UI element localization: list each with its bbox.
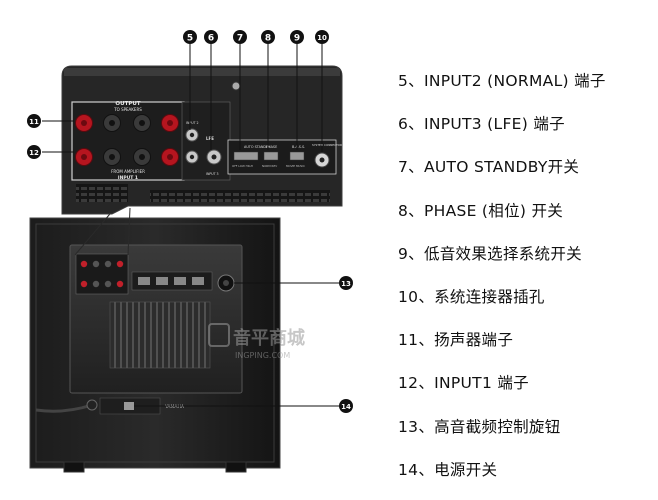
auto-standby-label: AUTO STANDBY [244,145,271,149]
speaker-terminal-box [71,101,185,181]
callout-6: 6 [204,30,218,44]
callout-10: 10 [315,30,329,44]
subwoofer-cabinet: YAMAHA [29,217,281,473]
svg-text:11: 11 [29,118,39,126]
callout-11: 11 [27,114,41,128]
bass-switch [289,151,305,161]
to-speakers-label: TO SPEAKERS [113,107,142,112]
legend-item-10: 10、系统连接器插孔 [398,287,545,306]
legend-item-6: 6、INPUT3 (LFE) 端子 [398,115,565,134]
legend-item-7: 7、AUTO STANDBY开关 [398,158,580,177]
callout-7: 7 [233,30,247,44]
legend-item-9: 9、低音效果选择系统开关 [398,244,582,263]
svg-text:8: 8 [265,34,271,44]
svg-text:12: 12 [29,149,39,157]
heatsink [109,301,211,369]
auto-standby-options: OFF LOW HIGH [232,164,253,168]
power-switch [124,402,134,410]
rca-lfe-jack [206,149,222,165]
legend-item-12: 12、INPUT1 端子 [398,374,529,393]
from-amplifier-label: FROM AMPLIFIER [111,169,145,174]
input3-label: INPUT 3 [206,172,219,176]
callout-8: 8 [261,30,275,44]
phase-options: NORM REV [262,164,277,168]
legend-item-13: 13、高音截频控制旋钮 [398,417,561,436]
legend-item-11: 11、扬声器端子 [398,331,514,350]
legend-item-8: 8、PHASE (相位) 开关 [398,201,564,220]
output-speaker-terminals [75,114,179,132]
brand-label: YAMAHA [164,404,185,410]
legend-item-5: 5、INPUT2 (NORMAL) 端子 [398,72,606,90]
auto-standby-switch [233,151,259,161]
leader-lines [42,44,340,407]
small-terminals [80,260,124,288]
svg-text:14: 14 [341,403,351,411]
phase-switch [263,151,279,161]
system-connector-label: SYSTEM CONNECTOR [312,143,342,147]
lfe-label: LFE [206,136,214,141]
legend-item-14: 14、电源开关 [398,460,498,479]
input1-label: INPUT 1 [118,175,138,181]
callout-9: 9 [290,30,304,44]
input1-speaker-terminals [75,148,179,166]
callout-legend: 5、INPUT2 (NORMAL) 端子 6、INPUT3 (LFE) 端子 7… [398,66,656,498]
callout-12: 12 [27,145,41,159]
bass-options: MOVIE MUSIC [286,164,305,168]
input2-label: INPUT 2 [186,121,199,125]
subwoofer-rear-panel-illustration: YAMAHA OUTPUT TO SPEAKERS [27,30,353,473]
callout-13: 13 [339,276,353,290]
svg-text:13: 13 [341,280,351,288]
svg-text:9: 9 [294,34,300,44]
callout-14: 14 [339,399,353,413]
svg-text:6: 6 [208,34,214,44]
callout-5: 5 [183,30,197,44]
phase-label: PHASE [266,145,277,149]
zoomed-rear-panel: OUTPUT TO SPEAKERS FROM AMPLIFIER INPUT … [61,65,343,215]
svg-text:10: 10 [317,34,327,42]
output-label: OUTPUT [115,101,140,107]
bass-label: B.A.S.S. [292,145,305,149]
svg-text:7: 7 [237,34,243,44]
svg-text:5: 5 [187,34,193,44]
rca-input2-jacks [185,128,199,164]
